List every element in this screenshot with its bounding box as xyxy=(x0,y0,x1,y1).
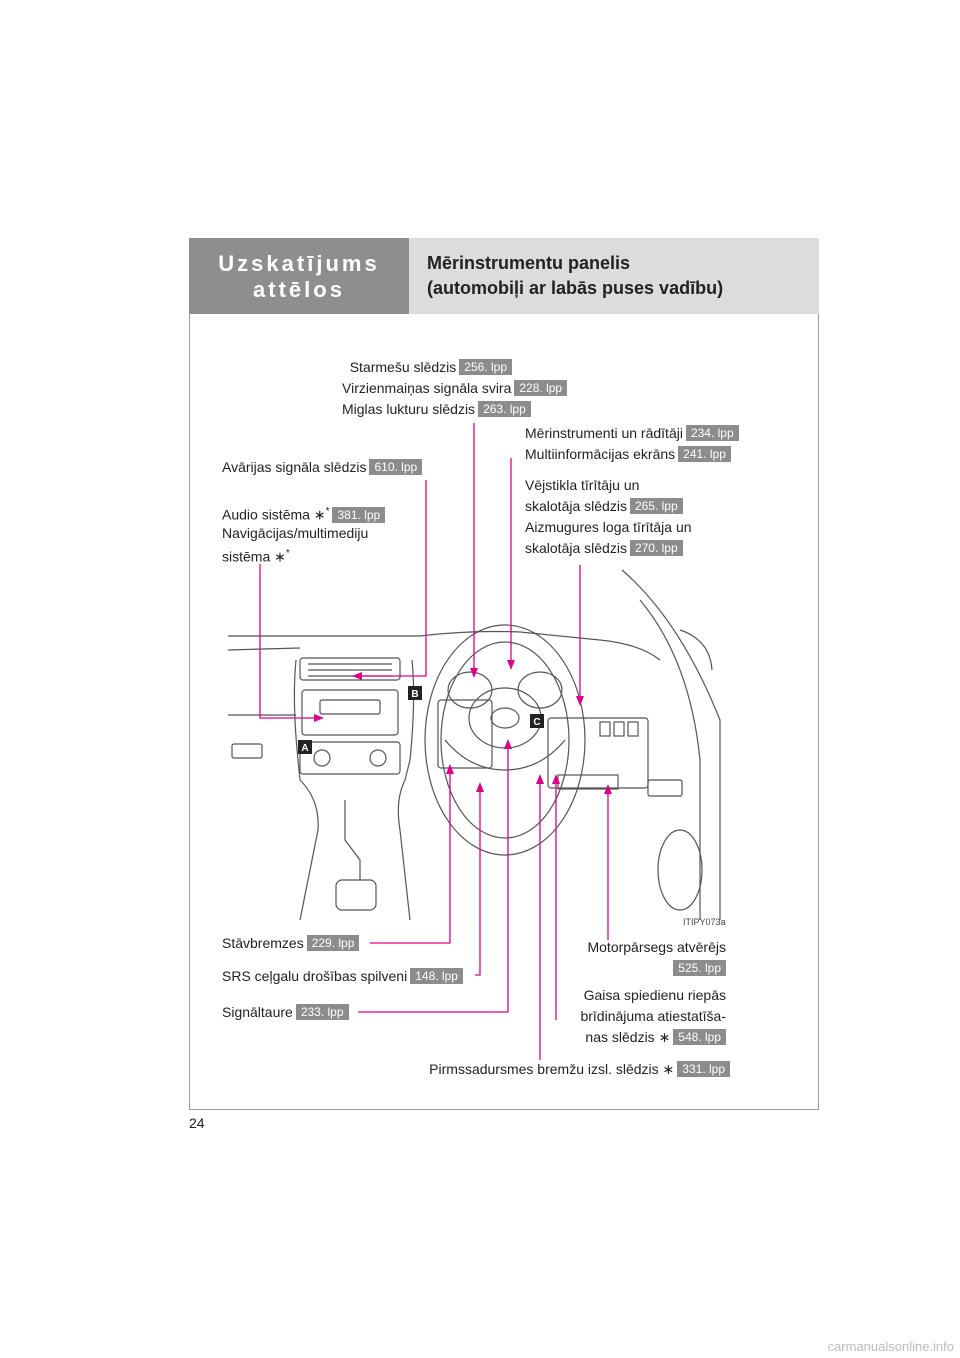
page-ref-badge: 228. lpp xyxy=(514,380,568,396)
wiper-callout-line1: Vējstikla tīrītāju un xyxy=(525,477,640,493)
page-ref-badge: 233. lpp xyxy=(295,1004,349,1020)
hood-release-callout: Motorpārsegs atvērējs xyxy=(587,939,726,955)
page-ref-badge: 256. lpp xyxy=(459,359,512,375)
navigation-callout-line2: sistēma ∗* xyxy=(222,548,290,565)
page-ref-badge: 331. lpp xyxy=(677,1061,730,1077)
page-ref-badge: 148. lpp xyxy=(410,968,463,984)
section-title: Uzskatījums attēlos xyxy=(218,251,380,302)
page-title-line1: Mērinstrumentu panelis xyxy=(427,253,631,273)
page-ref-badge: 525. lpp xyxy=(673,960,726,976)
hood-release-page: 525. lpp xyxy=(540,958,726,978)
page-ref-badge: 241. lpp xyxy=(678,446,731,462)
marker-a: A xyxy=(301,743,308,754)
pre-crash-brake-callout: Pirmssadursmes bremžu izsl. slēdzis ∗331… xyxy=(380,1059,730,1079)
page-ref-badge: 381. lpp xyxy=(332,506,386,523)
navigation-callout-line1: Navigācijas/multimediju xyxy=(222,525,369,541)
tire-pressure-callout-line1: Gaisa spiedienu riepās xyxy=(583,987,726,1003)
page-ref-badge: 234. lpp xyxy=(685,425,739,441)
marker-b: B xyxy=(411,689,418,700)
page-header: Mērinstrumentu panelis (automobiļi ar la… xyxy=(409,238,819,314)
page-ref-badge: 229. lpp xyxy=(306,935,360,951)
page-ref-badge: 270. lpp xyxy=(629,540,683,556)
section-header: Uzskatījums attēlos xyxy=(189,238,409,314)
page-ref-badge: 548. lpp xyxy=(673,1029,726,1045)
watermark: carmanualsonline.info xyxy=(827,1339,954,1354)
tire-pressure-callout-line2: brīdinājuma atiestatīša- xyxy=(580,1008,726,1024)
tire-pressure-callout-line3: nas slēdzis ∗548. lpp xyxy=(540,1027,726,1047)
marker-c: C xyxy=(533,717,540,728)
rear-wiper-callout-line1: Aizmugures loga tīrītāja un xyxy=(525,519,692,535)
page-number: 24 xyxy=(189,1115,205,1131)
page-title-line2: (automobiļi ar labās puses vadību) xyxy=(427,278,724,298)
page-ref-badge: 610. lpp xyxy=(369,459,423,475)
page-ref-badge: 263. lpp xyxy=(478,401,531,417)
audio-system-callout: Audio sistēma ∗*381. lpp xyxy=(222,502,386,525)
figure-code: ITIPY073a xyxy=(683,917,726,927)
page-ref-badge: 265. lpp xyxy=(629,498,683,514)
